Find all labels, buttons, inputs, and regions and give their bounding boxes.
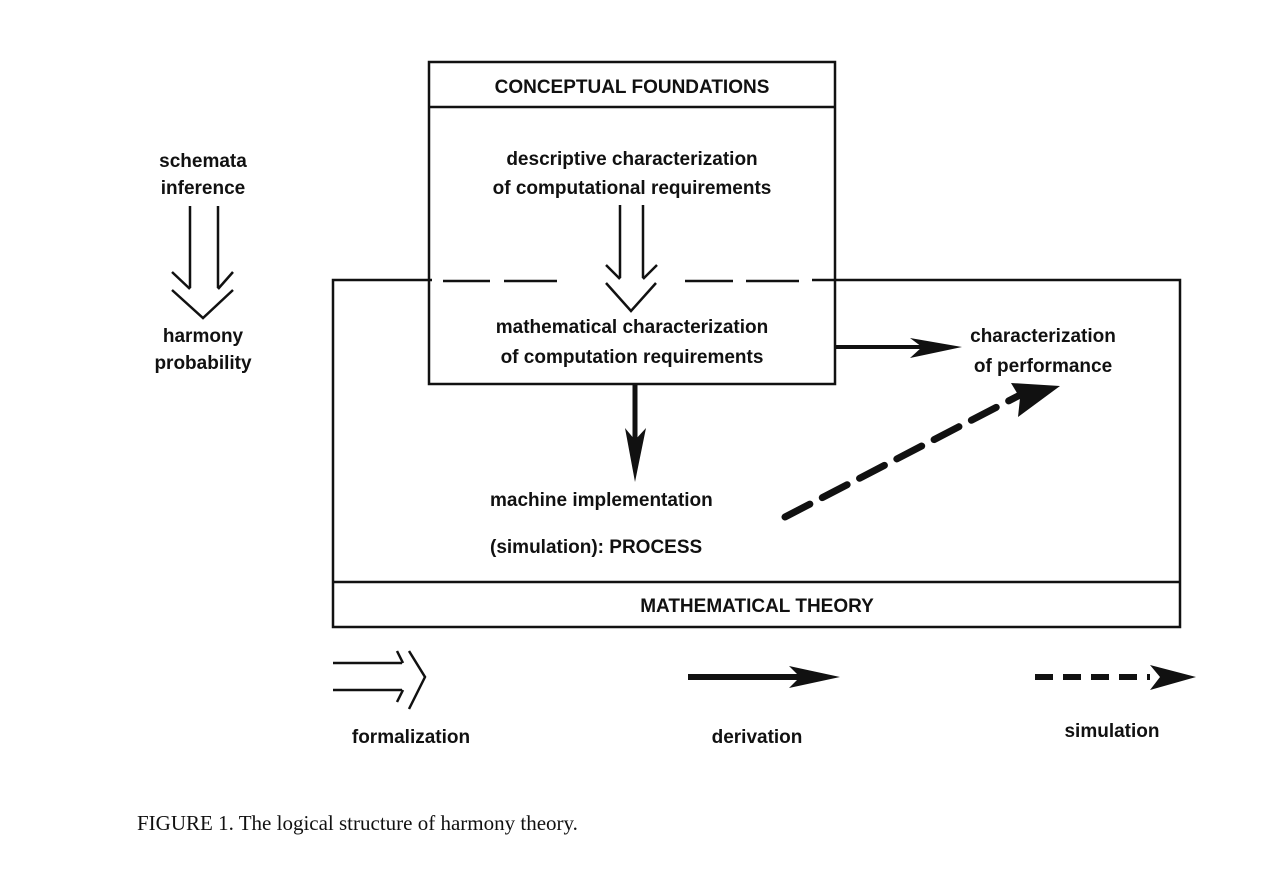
machine-line-2: (simulation): PROCESS: [490, 537, 702, 558]
mathematical-line-1: mathematical characterization: [496, 317, 768, 338]
derivation-arrow-machine: [625, 385, 646, 482]
performance-line-1: characterization: [970, 326, 1116, 347]
theory-box-outline: [331, 278, 1182, 629]
formalization-arrow-descriptive: [605, 205, 658, 313]
legend-derivation-label: derivation: [712, 727, 803, 748]
descriptive-line-1: descriptive characterization: [506, 149, 757, 170]
legend-simulation-label: simulation: [1064, 721, 1159, 742]
side-note: schemata inference harmony probability: [154, 151, 252, 374]
performance-line-2: of performance: [974, 356, 1112, 377]
side-bottom-line-1: harmony: [163, 326, 244, 347]
figure-caption: FIGURE 1. The logical structure of harmo…: [137, 811, 578, 835]
simulation-arrow: [781, 383, 1060, 521]
side-top-line-2: inference: [161, 178, 245, 199]
legend-formalization-label: formalization: [352, 727, 470, 748]
descriptive-line-2: of computational requirements: [493, 178, 772, 199]
conceptual-foundations-box: CONCEPTUAL FOUNDATIONS descriptive chara…: [427, 60, 837, 386]
mathematical-line-2: of computation requirements: [501, 347, 764, 368]
legend-simulation-icon: [1035, 665, 1196, 690]
conceptual-box-outline: [427, 60, 837, 386]
formalization-arrow-side: [171, 206, 234, 320]
machine-line-1: machine implementation: [490, 490, 713, 511]
legend-derivation-icon: [688, 666, 840, 688]
legend-formalization-icon: [333, 650, 427, 710]
side-top-line-1: schemata: [159, 151, 247, 172]
conceptual-box-title: CONCEPTUAL FOUNDATIONS: [495, 77, 770, 98]
side-bottom-line-2: probability: [154, 353, 252, 374]
derivation-arrow-performance: [835, 338, 962, 358]
legend: formalization derivation simulation: [333, 650, 1196, 748]
mathematical-theory-box: MATHEMATICAL THEORY: [331, 278, 1182, 629]
theory-box-title: MATHEMATICAL THEORY: [640, 596, 874, 617]
